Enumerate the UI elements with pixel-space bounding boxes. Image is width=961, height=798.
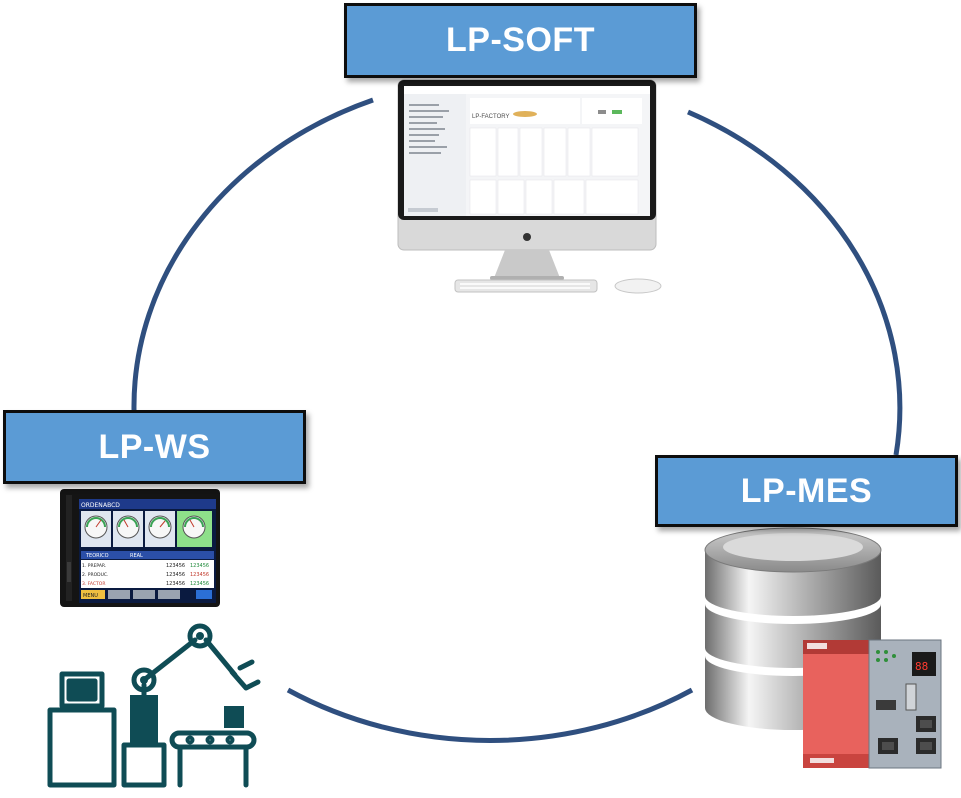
hmi-col-real: REAL — [130, 553, 143, 559]
hmi-col-teorico: TEORICO — [85, 553, 109, 559]
hmi-header-left: ORDEN — [81, 502, 103, 509]
svg-text:88: 88 — [915, 660, 928, 673]
hmi-num-4: 123456 — [190, 572, 209, 578]
hmi-num-2: 123456 — [190, 563, 209, 569]
hmi-header-code: ABCD — [103, 502, 120, 509]
hmi-row-2: 2. PRODUC. — [82, 572, 108, 578]
hmi-num-6: 123456 — [190, 581, 209, 587]
lp-mes-label: LP-MES — [655, 455, 958, 527]
arc-mes-to-ws — [286, 687, 694, 743]
hmi-footer-button: MENU — [83, 593, 98, 599]
hmi-row-1: 1. PREPAR. — [82, 563, 106, 569]
hmi-num-1: 123456 — [166, 563, 185, 569]
hmi-num-3: 123456 — [166, 572, 185, 578]
arc-ws-to-soft — [131, 97, 374, 411]
hmi-row-3: 3. FACTOR — [82, 581, 105, 587]
hmi-num-5: 123456 — [166, 581, 185, 587]
lp-ws-label: LP-WS — [3, 410, 306, 484]
arc-soft-to-mes — [687, 109, 903, 456]
screen-brand: LP-FACTORY — [472, 114, 509, 120]
lp-soft-label: LP-SOFT — [344, 3, 697, 78]
